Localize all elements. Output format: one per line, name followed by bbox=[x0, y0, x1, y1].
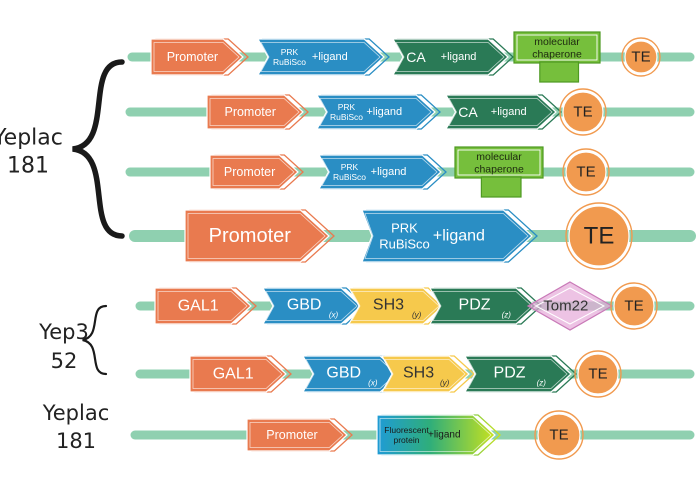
svg-text:(y): (y) bbox=[412, 311, 422, 320]
part-promoter: Promoter bbox=[246, 418, 353, 452]
part-promoter: GAL1 bbox=[189, 355, 292, 393]
svg-text:PRK: PRK bbox=[338, 102, 356, 112]
svg-text:+ligand: +ligand bbox=[433, 228, 485, 245]
part-te: TE bbox=[565, 202, 633, 270]
part-promoter: GAL1 bbox=[154, 287, 257, 325]
svg-text:TE: TE bbox=[576, 164, 595, 181]
vector-label: 181 bbox=[7, 154, 49, 179]
vector-label: 52 bbox=[51, 349, 78, 373]
svg-text:PRK: PRK bbox=[391, 221, 418, 236]
part-tom22: Tom22 bbox=[526, 281, 614, 331]
svg-text:+ligand: +ligand bbox=[312, 51, 348, 63]
brace-layer bbox=[72, 59, 125, 376]
part-sh3: SH3 (y) bbox=[347, 287, 449, 325]
svg-text:protein: protein bbox=[394, 435, 420, 445]
svg-text:GAL1: GAL1 bbox=[213, 366, 254, 383]
bracket bbox=[82, 304, 108, 376]
part-pdz: PDZ (z) bbox=[428, 287, 542, 325]
svg-text:molecular: molecular bbox=[534, 36, 580, 48]
part-pdz: PDZ (z) bbox=[463, 355, 577, 393]
svg-text:+ligand: +ligand bbox=[428, 430, 461, 441]
svg-text:Fluorescent: Fluorescent bbox=[384, 425, 429, 435]
part-te: TE bbox=[562, 148, 610, 196]
svg-text:Promoter: Promoter bbox=[224, 165, 275, 179]
svg-text:GBD: GBD bbox=[287, 297, 322, 314]
vector-label: Yeplac bbox=[0, 126, 63, 151]
part-te: TE bbox=[610, 282, 658, 330]
svg-text:CA: CA bbox=[458, 104, 478, 120]
vector-label: 181 bbox=[56, 429, 96, 453]
vector-label: Yeplac bbox=[42, 401, 110, 425]
part-sh3: SH3 (y) bbox=[380, 355, 475, 393]
svg-text:TE: TE bbox=[588, 366, 607, 383]
part-promoter: Promoter bbox=[206, 94, 309, 130]
svg-text:TE: TE bbox=[584, 223, 615, 250]
svg-text:+ligand: +ligand bbox=[366, 106, 402, 118]
svg-text:SH3: SH3 bbox=[403, 365, 434, 382]
part-promoter: Promoter bbox=[209, 154, 304, 190]
svg-text:GBD: GBD bbox=[326, 365, 361, 382]
svg-text:+ligand: +ligand bbox=[371, 166, 407, 178]
svg-text:+ligand: +ligand bbox=[491, 106, 527, 118]
svg-text:TE: TE bbox=[573, 104, 592, 121]
svg-text:TE: TE bbox=[624, 298, 643, 315]
svg-text:(z): (z) bbox=[502, 311, 512, 320]
svg-text:RuBiSco: RuBiSco bbox=[333, 172, 366, 182]
svg-text:(x): (x) bbox=[368, 379, 378, 388]
svg-text:Tom22: Tom22 bbox=[543, 298, 588, 315]
part-te: TE bbox=[534, 410, 584, 460]
part-ca: CA +ligand bbox=[444, 94, 562, 130]
svg-text:GAL1: GAL1 bbox=[178, 298, 219, 315]
svg-text:PRK: PRK bbox=[341, 162, 359, 172]
part-promoter: Promoter bbox=[184, 209, 335, 263]
svg-text:RuBiSco: RuBiSco bbox=[330, 112, 363, 122]
part-te: TE bbox=[621, 37, 661, 77]
svg-text:Promoter: Promoter bbox=[167, 50, 218, 64]
svg-text:(z): (z) bbox=[537, 379, 547, 388]
svg-text:chaperone: chaperone bbox=[474, 163, 524, 175]
svg-text:RuBiSco: RuBiSco bbox=[273, 57, 306, 67]
svg-text:chaperone: chaperone bbox=[532, 48, 582, 60]
svg-text:PDZ: PDZ bbox=[494, 365, 526, 382]
vector-label: Yep3 bbox=[38, 320, 89, 344]
svg-text:TE: TE bbox=[631, 49, 650, 66]
svg-text:(y): (y) bbox=[440, 379, 450, 388]
svg-text:SH3: SH3 bbox=[373, 297, 404, 314]
svg-text:+ligand: +ligand bbox=[441, 51, 477, 63]
svg-text:TE: TE bbox=[549, 427, 568, 444]
part-ca: CA +ligand bbox=[391, 38, 514, 76]
bracket bbox=[72, 59, 125, 239]
svg-text:Promoter: Promoter bbox=[224, 105, 275, 119]
svg-text:PRK: PRK bbox=[281, 47, 299, 57]
svg-text:(x): (x) bbox=[329, 311, 339, 320]
svg-text:Promoter: Promoter bbox=[266, 428, 317, 442]
svg-text:Promoter: Promoter bbox=[209, 225, 292, 247]
svg-text:RuBiSco: RuBiSco bbox=[379, 236, 430, 251]
svg-text:CA: CA bbox=[406, 49, 426, 65]
svg-text:PDZ: PDZ bbox=[459, 297, 491, 314]
part-te: TE bbox=[559, 88, 607, 136]
part-gbd: GBD (x) bbox=[261, 287, 367, 325]
svg-text:molecular: molecular bbox=[476, 151, 522, 163]
part-promoter: Promoter bbox=[150, 38, 249, 76]
part-te: TE bbox=[574, 350, 622, 398]
